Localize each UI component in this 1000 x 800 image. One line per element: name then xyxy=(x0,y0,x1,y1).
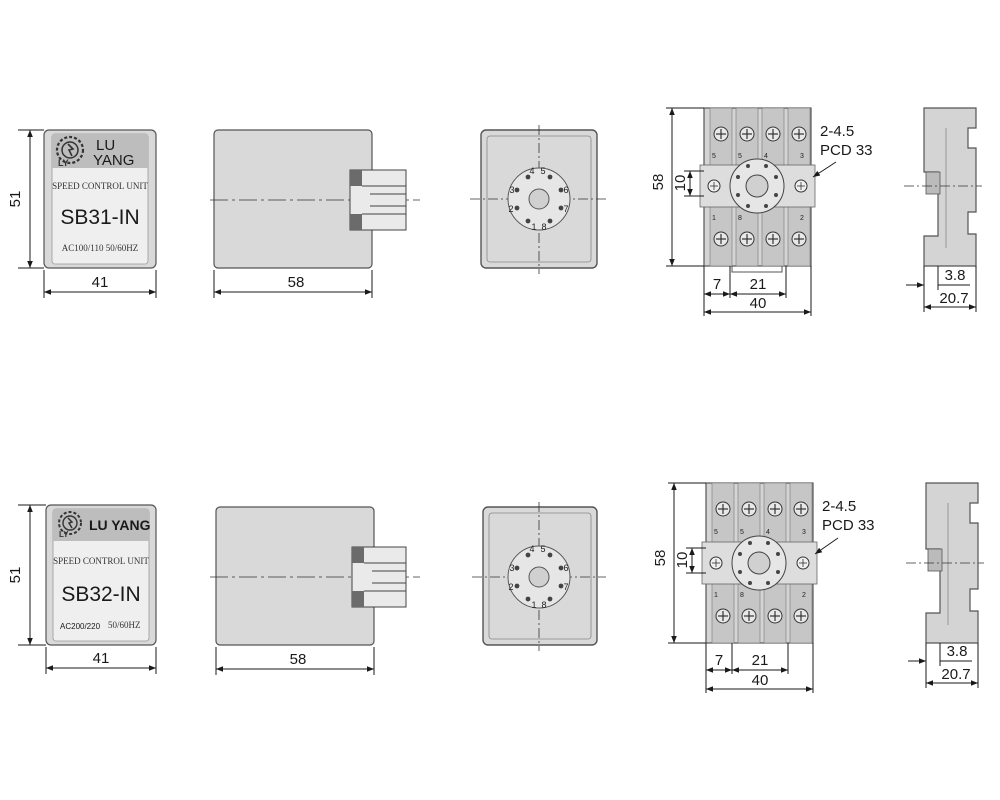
front-view-1: LY LU YANG SPEED CONTROL UNIT SB31-IN AC… xyxy=(7,129,157,298)
front-height-label: 51 xyxy=(7,567,24,584)
rail-profile xyxy=(923,107,977,267)
unit-text: SPEED CONTROL UNIT xyxy=(52,181,148,191)
side-depth-label: 58 xyxy=(290,651,307,668)
svg-text:2: 2 xyxy=(802,592,806,599)
rating-text-right: 50/60HZ xyxy=(108,620,141,630)
side-body xyxy=(215,506,375,646)
front-width-label: 41 xyxy=(92,274,109,291)
base-center-label: 21 xyxy=(750,276,767,293)
pin-face-view-1: 4 5 3 6 2 7 1 8 xyxy=(470,125,606,274)
pin-label-1: 1 xyxy=(531,222,536,232)
pin-label-5: 5 xyxy=(540,166,545,176)
side-depth-label: 58 xyxy=(288,274,305,291)
brand-logo-icon: LY xyxy=(58,511,82,539)
svg-text:8: 8 xyxy=(738,215,742,222)
svg-text:5: 5 xyxy=(740,529,744,536)
pin-holes xyxy=(514,552,564,602)
pin-label-4: 4 xyxy=(529,544,534,554)
base-height-label: 58 xyxy=(652,550,669,567)
front-width-label: 41 xyxy=(93,650,110,667)
pin-label-6: 6 xyxy=(563,563,568,573)
pin-label-3: 3 xyxy=(509,185,514,195)
svg-text:3: 3 xyxy=(802,529,806,536)
svg-text:4: 4 xyxy=(764,153,768,160)
pin-label-7: 7 xyxy=(563,582,568,592)
rail-width-label: 20.7 xyxy=(941,666,970,683)
svg-text:1: 1 xyxy=(712,215,716,222)
pin-label-4: 4 xyxy=(529,166,534,176)
svg-text:2: 2 xyxy=(800,215,804,222)
rail-small-label: 3.8 xyxy=(947,643,968,660)
pin-label-2: 2 xyxy=(508,582,513,592)
model-name: SB31-IN xyxy=(60,206,139,229)
side-view-1: 58 xyxy=(210,129,420,298)
pin-label-1: 1 xyxy=(531,600,536,610)
brand-logo-icon: LY xyxy=(55,135,85,168)
pcd-label: PCD 33 xyxy=(820,142,873,159)
pin-label-6: 6 xyxy=(563,185,568,195)
rail-width-label: 20.7 xyxy=(939,290,968,307)
pin-face-view-2: 4 5 3 6 2 7 1 8 xyxy=(472,502,606,651)
base-offset-label: 10 xyxy=(674,552,691,569)
svg-text:5: 5 xyxy=(714,529,718,536)
row-1: LY LU YANG SPEED CONTROL UNIT SB31-IN AC… xyxy=(7,107,982,316)
base-center-label: 21 xyxy=(752,652,769,669)
rail-profile-view-1: 3.8 20.7 xyxy=(904,107,982,312)
side-view-2: 58 xyxy=(210,506,420,675)
unit-text: SPEED CONTROL UNIT xyxy=(53,556,149,566)
svg-text:4: 4 xyxy=(766,529,770,536)
svg-text:3: 3 xyxy=(800,153,804,160)
brand-name-line-2: YANG xyxy=(93,152,134,169)
brand-name-line-1: LU xyxy=(96,137,115,154)
svg-text:LY: LY xyxy=(59,530,69,539)
svg-text:5: 5 xyxy=(712,153,716,160)
model-name: SB32-IN xyxy=(61,583,140,606)
front-header-band xyxy=(53,509,149,541)
pin-label-5: 5 xyxy=(540,544,545,554)
pin-label-8: 8 xyxy=(541,600,546,610)
svg-text:LY: LY xyxy=(58,158,69,168)
pin-label-7: 7 xyxy=(563,204,568,214)
rating-text-left: AC200/220 xyxy=(60,622,101,631)
hole-spec-label: 2-4.5 xyxy=(822,498,856,515)
base-offset-label: 10 xyxy=(672,175,689,192)
svg-text:8: 8 xyxy=(740,592,744,599)
svg-text:5: 5 xyxy=(738,153,742,160)
pcd-label: PCD 33 xyxy=(822,517,875,534)
screw-terminals-bottom xyxy=(715,608,809,624)
side-body xyxy=(213,129,373,269)
rail-small-label: 3.8 xyxy=(945,267,966,284)
rail-profile-view-2: 3.8 20.7 xyxy=(906,482,984,688)
base-height-label: 58 xyxy=(650,174,667,191)
rating-text: AC100/110 50/60HZ xyxy=(62,243,138,253)
base-left-label: 7 xyxy=(715,652,723,669)
socket-base-view-1: 5 5 4 3 1 8 2 2-4.5 PCD 33 58 10 7 21 40 xyxy=(650,107,873,316)
base-left-label: 7 xyxy=(713,276,721,293)
pin-label-3: 3 xyxy=(509,563,514,573)
pin-label-8: 8 xyxy=(541,222,546,232)
brand-name: LU YANG xyxy=(89,517,151,533)
pin-holes xyxy=(514,174,564,224)
base-width-label: 40 xyxy=(750,295,767,312)
socket-base-view-2: 5 5 4 3 1 8 2 2-4.5 PCD 33 58 10 7 21 40 xyxy=(652,482,875,693)
svg-text:1: 1 xyxy=(714,592,718,599)
hole-spec-label: 2-4.5 xyxy=(820,123,854,140)
front-height-label: 51 xyxy=(7,191,24,208)
row-2: LY LU YANG SPEED CONTROL UNIT SB32-IN AC… xyxy=(7,482,984,693)
base-width-label: 40 xyxy=(752,672,769,689)
pin-label-2: 2 xyxy=(508,204,513,214)
front-view-2: LY LU YANG SPEED CONTROL UNIT SB32-IN AC… xyxy=(7,504,157,674)
